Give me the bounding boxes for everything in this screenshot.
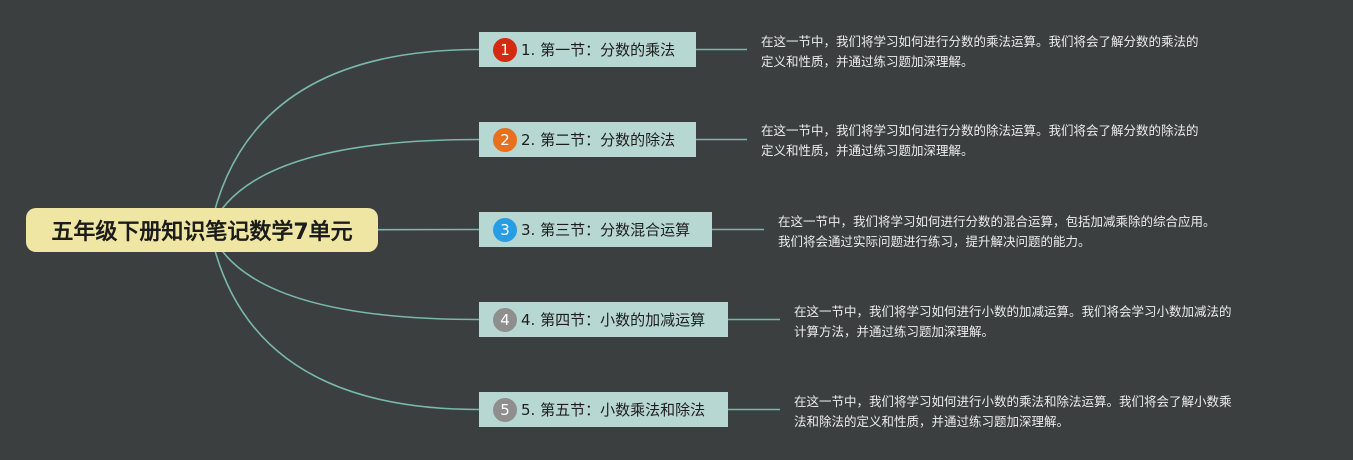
number-badge-icon: 4 [493,307,517,332]
topic-note: 在这一节中，我们将学习如何进行小数的加减运算。我们将会学习小数加减法的 计算方法… [794,302,1314,342]
branch-line [209,229,480,411]
topic-note: 在这一节中，我们将学习如何进行小数的乘法和除法运算。我们将会了解小数乘 法和除法… [794,392,1314,432]
topic-4[interactable]: 4 4. 第四节：小数的加减运算 [479,302,728,337]
number-badge-icon: 3 [493,217,517,242]
topic-1[interactable]: 1 1. 第一节：分数的乘法 [479,32,696,67]
note-line: 在这一节中，我们将学习如何进行分数的除法运算。我们将会了解分数的除法的 [761,123,1199,138]
note-line: 计算方法，并通过练习题加深理解。 [794,324,995,339]
topic-3[interactable]: 3 3. 第三节：分数混合运算 [479,212,712,247]
topic-note: 在这一节中，我们将学习如何进行分数的除法运算。我们将会了解分数的除法的 定义和性… [761,121,1281,161]
topic-5[interactable]: 5 5. 第五节：小数乘法和除法 [479,392,728,427]
note-line: 法和除法的定义和性质，并通过练习题加深理解。 [794,414,1070,429]
branch-line [209,48,480,231]
root-topic-label: 五年级下册知识笔记数学7单元 [51,220,353,245]
topic-label: 2. 第二节：分数的除法 [521,131,676,149]
note-line: 在这一节中，我们将学习如何进行分数的混合运算，包括加减乘除的综合应用。 [778,214,1216,229]
root-topic[interactable]: 五年级下册知识笔记数学7单元 [26,208,378,252]
note-line: 定义和性质，并通过练习题加深理解。 [761,54,974,69]
note-line: 我们将会通过实际问题进行练习，提升解决问题的能力。 [778,234,1091,249]
topic-2[interactable]: 2 2. 第二节：分数的除法 [479,122,696,157]
topic-label: 1. 第一节：分数的乘法 [521,41,676,59]
number-badge-icon: 2 [493,127,517,152]
number-badge-icon: 1 [493,37,517,62]
number-badge-icon: 5 [493,397,517,422]
topic-label: 5. 第五节：小数乘法和除法 [521,401,706,419]
note-line: 在这一节中，我们将学习如何进行小数的乘法和除法运算。我们将会了解小数乘 [794,394,1232,409]
topic-label: 4. 第四节：小数的加减运算 [521,311,706,329]
note-line: 在这一节中，我们将学习如何进行小数的加减运算。我们将会学习小数加减法的 [794,304,1232,319]
topic-label: 3. 第三节：分数混合运算 [521,221,691,239]
topic-note: 在这一节中，我们将学习如何进行分数的混合运算，包括加减乘除的综合应用。 我们将会… [778,212,1298,252]
topic-note: 在这一节中，我们将学习如何进行分数的乘法运算。我们将会了解分数的乘法的 定义和性… [761,32,1281,72]
note-line: 定义和性质，并通过练习题加深理解。 [761,143,974,158]
note-line: 在这一节中，我们将学习如何进行分数的乘法运算。我们将会了解分数的乘法的 [761,34,1199,49]
